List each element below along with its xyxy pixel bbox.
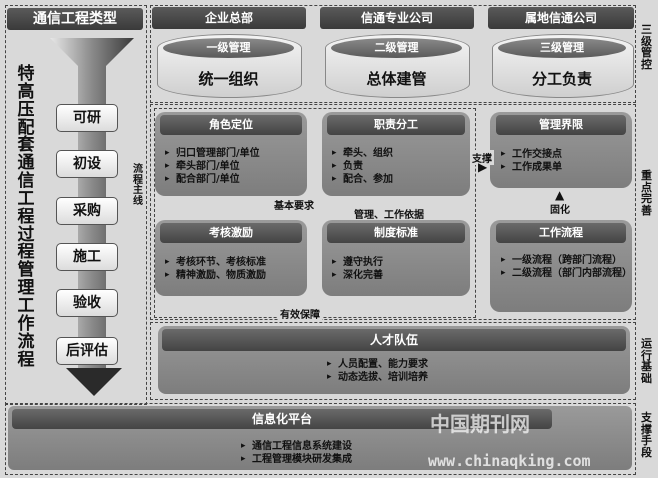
box-workflow-title: 工作流程 [496, 223, 626, 243]
watermark-cn: 中国期刊网 [430, 412, 530, 436]
support-arrow-icon: ▶ [478, 160, 488, 174]
step-procurement: 采购 [56, 197, 118, 225]
box-info-platform-title: 信息化平台 [12, 409, 552, 429]
list-item: 工程管理模块研发集成 [241, 453, 552, 466]
support-label: 支撑 [470, 150, 494, 165]
basic-requirement-label: 基本要求 [272, 197, 316, 212]
box-standard-list: 遵守执行 深化完善 [327, 256, 483, 282]
list-item: 工作成果单 [501, 161, 647, 174]
box-workflow-list: 一级流程（跨部门流程） 二级流程（部门内部流程） [496, 254, 646, 280]
box-role-title: 角色定位 [160, 115, 302, 135]
right-label-support-means: 支撑手段 [641, 411, 652, 459]
list-item: 深化完善 [332, 269, 483, 282]
right-label-operation-foundation: 运行基础 [641, 337, 652, 385]
list-item: 二级流程（部门内部流程） [501, 267, 646, 280]
list-item: 牵头部门/单位 [165, 160, 321, 173]
box-talent-title: 人才队伍 [162, 329, 626, 351]
cylinder-level-1-top: 一级管理 [163, 38, 294, 58]
step-acceptance: 验收 [56, 289, 118, 317]
cylinder-level-1-label: 统一组织 [198, 70, 259, 88]
cylinder-level-2-top: 二级管理 [331, 38, 462, 58]
box-evaluation-list: 考核环节、考核标准 精神激励、物质激励 [160, 256, 321, 282]
header-local-company: 属地信通公司 [488, 7, 634, 29]
list-item: 人员配置、能力要求 [327, 358, 638, 371]
step-feasibility: 可研 [56, 104, 118, 132]
list-item: 牵头、组织 [332, 147, 483, 160]
info-section [5, 403, 636, 475]
cylinder-level-3-top: 三级管理 [498, 38, 626, 58]
header-professional-company: 信通专业公司 [320, 7, 474, 29]
top-section [150, 5, 636, 103]
solidify-arrow-icon: ▲ [555, 188, 565, 202]
effective-guarantee-label: 有效保障 [278, 306, 322, 321]
box-info-platform-list: 通信工程信息系统建设 工程管理模块研发集成 [236, 440, 552, 466]
left-vertical-title: 特高压配套通信工程过程管理工作流程 [17, 64, 35, 370]
list-item: 通信工程信息系统建设 [241, 440, 552, 453]
box-mgmt-boundary-list: 工作交接点 工作成果单 [496, 148, 647, 174]
left-panel [5, 5, 147, 405]
list-item: 工作交接点 [501, 148, 647, 161]
step-preliminary-design: 初设 [56, 150, 118, 178]
list-item: 归口管理部门/单位 [165, 147, 321, 160]
solidify-label: 固化 [548, 201, 572, 216]
box-duty-list: 牵头、组织 负责 配合、参加 [327, 147, 483, 186]
list-item: 动态选拔、培训培养 [327, 371, 638, 384]
step-construction: 施工 [56, 243, 118, 271]
middle-section [150, 104, 636, 320]
box-standard-title: 制度标准 [327, 223, 465, 243]
list-item: 精神激励、物质激励 [165, 269, 321, 282]
cylinder-level-2-label: 总体建管 [366, 70, 427, 88]
box-duty-title: 职责分工 [327, 115, 465, 135]
right-label-key-improvement: 重点完善 [641, 169, 652, 217]
list-item: 遵守执行 [332, 256, 483, 269]
list-item: 一级流程（跨部门流程） [501, 254, 646, 267]
cylinder-level-3-label: 分工负责 [531, 70, 592, 88]
box-talent-list: 人员配置、能力要求 动态选拔、培训培养 [322, 358, 638, 384]
right-label-three-level-control: 三级管控 [641, 23, 652, 71]
main-line-label: 流程主线 [133, 164, 143, 207]
box-role-list: 归口管理部门/单位 牵头部门/单位 配合部门/单位 [160, 147, 321, 186]
step-post-evaluation: 后评估 [56, 337, 118, 365]
header-hq: 企业总部 [152, 7, 306, 29]
box-mgmt-boundary-title: 管理界限 [496, 115, 626, 135]
list-item: 考核环节、考核标准 [165, 256, 321, 269]
box-evaluation-title: 考核激励 [160, 223, 302, 243]
left-panel-title: 通信工程类型 [7, 8, 143, 30]
management-basis-label: 管理、工作依据 [352, 206, 426, 221]
list-item: 负责 [332, 160, 483, 173]
list-item: 配合部门/单位 [165, 173, 321, 186]
list-item: 配合、参加 [332, 173, 483, 186]
watermark-url: www.chinaqking.com [428, 452, 591, 470]
